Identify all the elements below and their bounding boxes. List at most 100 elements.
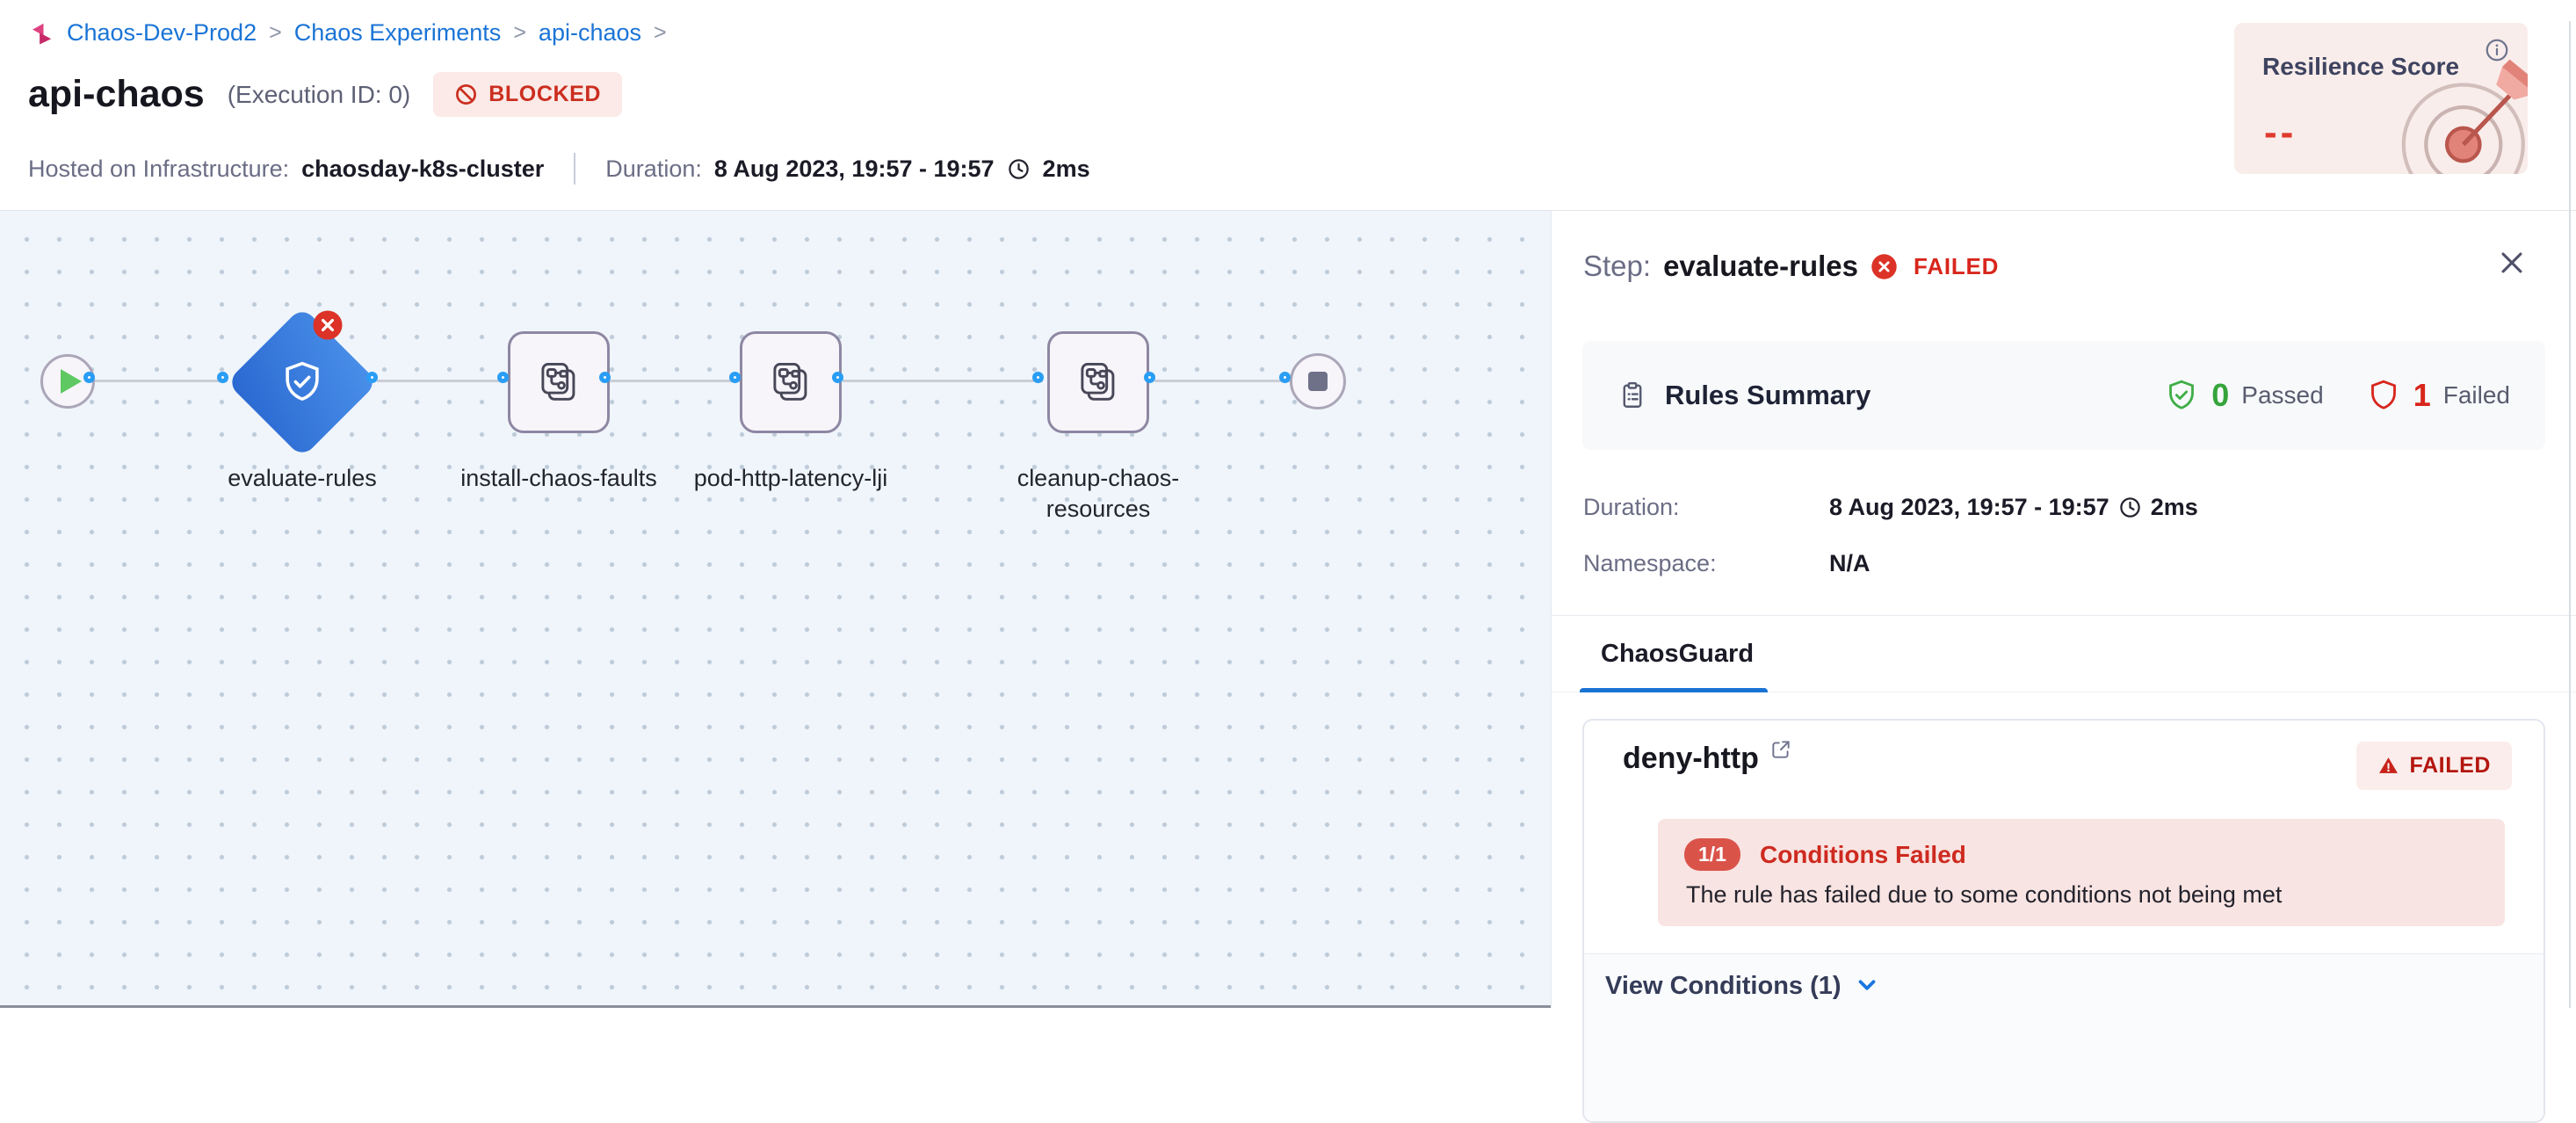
pipeline-edge bbox=[94, 380, 228, 382]
scrollbar[interactable] bbox=[2569, 21, 2571, 1008]
pipeline-edge bbox=[1154, 380, 1290, 382]
pipeline-start-node[interactable] bbox=[40, 354, 95, 409]
infra-value: chaosday-k8s-cluster bbox=[301, 155, 545, 182]
status-badge-label: BLOCKED bbox=[488, 82, 602, 106]
rules-summary-title: Rules Summary bbox=[1665, 380, 1871, 410]
title-row: api-chaos (Execution ID: 0) BLOCKED bbox=[28, 72, 623, 117]
chaos-fault-icon bbox=[1081, 363, 1115, 401]
active-tab-indicator bbox=[1580, 688, 1768, 692]
node-port bbox=[217, 372, 228, 383]
chaos-module-icon bbox=[28, 20, 54, 47]
x-circle-icon bbox=[1870, 253, 1898, 280]
node-port bbox=[1144, 372, 1155, 383]
failed-label: Failed bbox=[2442, 381, 2510, 409]
shield-check-icon bbox=[2164, 378, 2199, 413]
step-status: FAILED bbox=[1914, 252, 2000, 279]
breadcrumb-separator: > bbox=[513, 20, 526, 45]
pipeline-end-node[interactable] bbox=[1290, 353, 1346, 409]
info-icon[interactable] bbox=[2484, 37, 2510, 68]
rule-name: deny-http bbox=[1623, 742, 1759, 775]
view-conditions-button[interactable]: View Conditions (1) bbox=[1584, 953, 2543, 1121]
node-port bbox=[366, 372, 378, 383]
duration-elapsed: 2ms bbox=[1042, 155, 1090, 182]
chaos-fault-icon bbox=[541, 363, 575, 401]
duration-value: 8 Aug 2023, 19:57 - 19:57 bbox=[1829, 494, 2109, 520]
duration-row: Duration: 8 Aug 2023, 19:57 - 19:57 2ms bbox=[1583, 494, 2198, 521]
step-details-panel: Step: evaluate-rules FAILED Rules Summar… bbox=[1551, 211, 2576, 1123]
stop-icon bbox=[1308, 372, 1328, 391]
breadcrumb-experiments[interactable]: Chaos Experiments bbox=[293, 19, 502, 46]
shield-icon bbox=[2366, 378, 2401, 413]
close-icon[interactable] bbox=[2497, 248, 2527, 282]
node-label: cleanup-chaos-resources bbox=[1017, 465, 1180, 523]
failed-count: 1 bbox=[2413, 377, 2431, 413]
execution-id: (Execution ID: 0) bbox=[227, 80, 411, 108]
node-label: evaluate-rules bbox=[228, 465, 377, 491]
node-port bbox=[599, 372, 611, 383]
breadcrumb-separator: > bbox=[654, 20, 667, 45]
pipeline-node-pod-http-latency[interactable] bbox=[740, 331, 842, 433]
pipeline-canvas: evaluate-rules install-chaos-faults pod-… bbox=[0, 211, 1551, 1008]
status-badge-blocked: BLOCKED bbox=[433, 72, 623, 117]
rule-status-label: FAILED bbox=[2409, 753, 2491, 778]
conditions-ratio-pill: 1/1 bbox=[1684, 838, 1740, 871]
namespace-row: Namespace: N/A bbox=[1583, 550, 1870, 577]
duration-elapsed: 2ms bbox=[2150, 494, 2198, 520]
conditions-failed-alert: 1/1 Conditions Failed The rule has faile… bbox=[1658, 819, 2505, 926]
resilience-score-value: -- bbox=[2264, 111, 2297, 154]
view-conditions-label: View Conditions (1) bbox=[1605, 972, 1842, 1000]
pipeline-node-cleanup-chaos-resources[interactable] bbox=[1047, 331, 1149, 433]
pipeline-node-evaluate-rules[interactable] bbox=[226, 306, 379, 459]
divider bbox=[1552, 615, 2576, 616]
node-port bbox=[1032, 372, 1044, 383]
warning-triangle-icon bbox=[2377, 755, 2399, 777]
node-port bbox=[83, 372, 95, 383]
node-port bbox=[1279, 372, 1291, 383]
chevron-down-icon bbox=[1854, 972, 1880, 998]
namespace-value: N/A bbox=[1829, 550, 1870, 576]
clock-icon bbox=[1007, 157, 1031, 181]
node-port bbox=[497, 372, 509, 383]
page-title: api-chaos bbox=[28, 73, 205, 115]
step-header: Step: evaluate-rules FAILED bbox=[1583, 250, 1999, 283]
breadcrumb-experiment-name[interactable]: api-chaos bbox=[538, 19, 641, 46]
shield-check-icon bbox=[286, 361, 319, 402]
breadcrumb-separator: > bbox=[269, 20, 282, 45]
rule-status-badge: FAILED bbox=[2355, 742, 2512, 790]
resilience-score-card: Resilience Score -- bbox=[2234, 23, 2528, 174]
namespace-label: Namespace: bbox=[1583, 550, 1717, 576]
subtitle-row: Hosted on Infrastructure: chaosday-k8s-c… bbox=[28, 153, 1090, 185]
resilience-score-title: Resilience Score bbox=[2262, 53, 2460, 80]
duration-label: Duration: bbox=[605, 155, 702, 182]
play-icon bbox=[60, 369, 82, 394]
duration-value: 8 Aug 2023, 19:57 - 19:57 bbox=[713, 155, 995, 182]
clipboard-icon bbox=[1617, 380, 1647, 410]
external-link-icon[interactable] bbox=[1769, 738, 1792, 765]
pipeline-node-install-chaos-faults[interactable] bbox=[508, 331, 610, 433]
node-port bbox=[832, 372, 843, 383]
node-failed-badge-icon bbox=[312, 309, 344, 345]
pipeline-edge bbox=[843, 380, 1043, 382]
infra-label: Hosted on Infrastructure: bbox=[28, 155, 290, 182]
target-illustration bbox=[2398, 52, 2528, 174]
node-port bbox=[729, 372, 741, 383]
conditions-failed-title: Conditions Failed bbox=[1759, 840, 1966, 868]
breadcrumb-project[interactable]: Chaos-Dev-Prod2 bbox=[67, 19, 257, 46]
step-label: Step: bbox=[1583, 250, 1652, 282]
pipeline-edge bbox=[377, 380, 508, 382]
node-label: pod-http-latency-lji bbox=[693, 465, 888, 491]
pipeline-edge bbox=[610, 380, 740, 382]
tab-chaosguard[interactable]: ChaosGuard bbox=[1601, 639, 1755, 668]
step-name: evaluate-rules bbox=[1663, 250, 1859, 282]
clock-icon bbox=[2118, 496, 2142, 519]
page-header: Chaos-Dev-Prod2 > Chaos Experiments > ap… bbox=[0, 0, 2576, 211]
conditions-failed-message: The rule has failed due to some conditio… bbox=[1686, 881, 2283, 908]
canvas-bottom-edge bbox=[0, 1005, 1551, 1008]
passed-count: 0 bbox=[2211, 377, 2230, 413]
chaos-fault-icon bbox=[773, 363, 807, 401]
tab-bar: ChaosGuard bbox=[1552, 616, 2576, 692]
rules-summary-card: Rules Summary 0 Passed 1 Failed bbox=[1582, 341, 2545, 450]
duration-label: Duration: bbox=[1583, 494, 1680, 520]
vertical-divider bbox=[574, 153, 576, 185]
